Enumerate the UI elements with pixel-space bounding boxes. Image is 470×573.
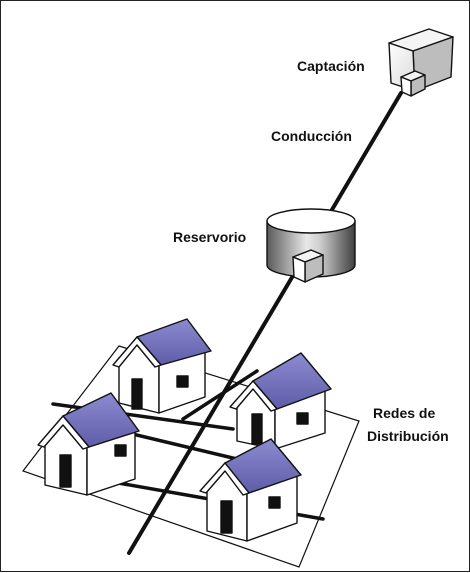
label-redes-line1: Redes de — [373, 405, 436, 421]
label-conduccion: Conducción — [271, 128, 352, 144]
house-right — [229, 352, 332, 450]
label-redes-line2: Distribución — [367, 428, 449, 444]
distribution-line-upper-right — [181, 369, 259, 421]
captacion-box — [388, 28, 454, 97]
main-pipe-line — [127, 91, 403, 555]
label-captacion: Captación — [297, 58, 365, 74]
label-reservorio: Reservorio — [173, 229, 247, 245]
house-left — [37, 392, 140, 496]
house-bottom — [199, 438, 302, 542]
house-top — [112, 318, 212, 414]
reservorio-tank — [266, 208, 356, 283]
